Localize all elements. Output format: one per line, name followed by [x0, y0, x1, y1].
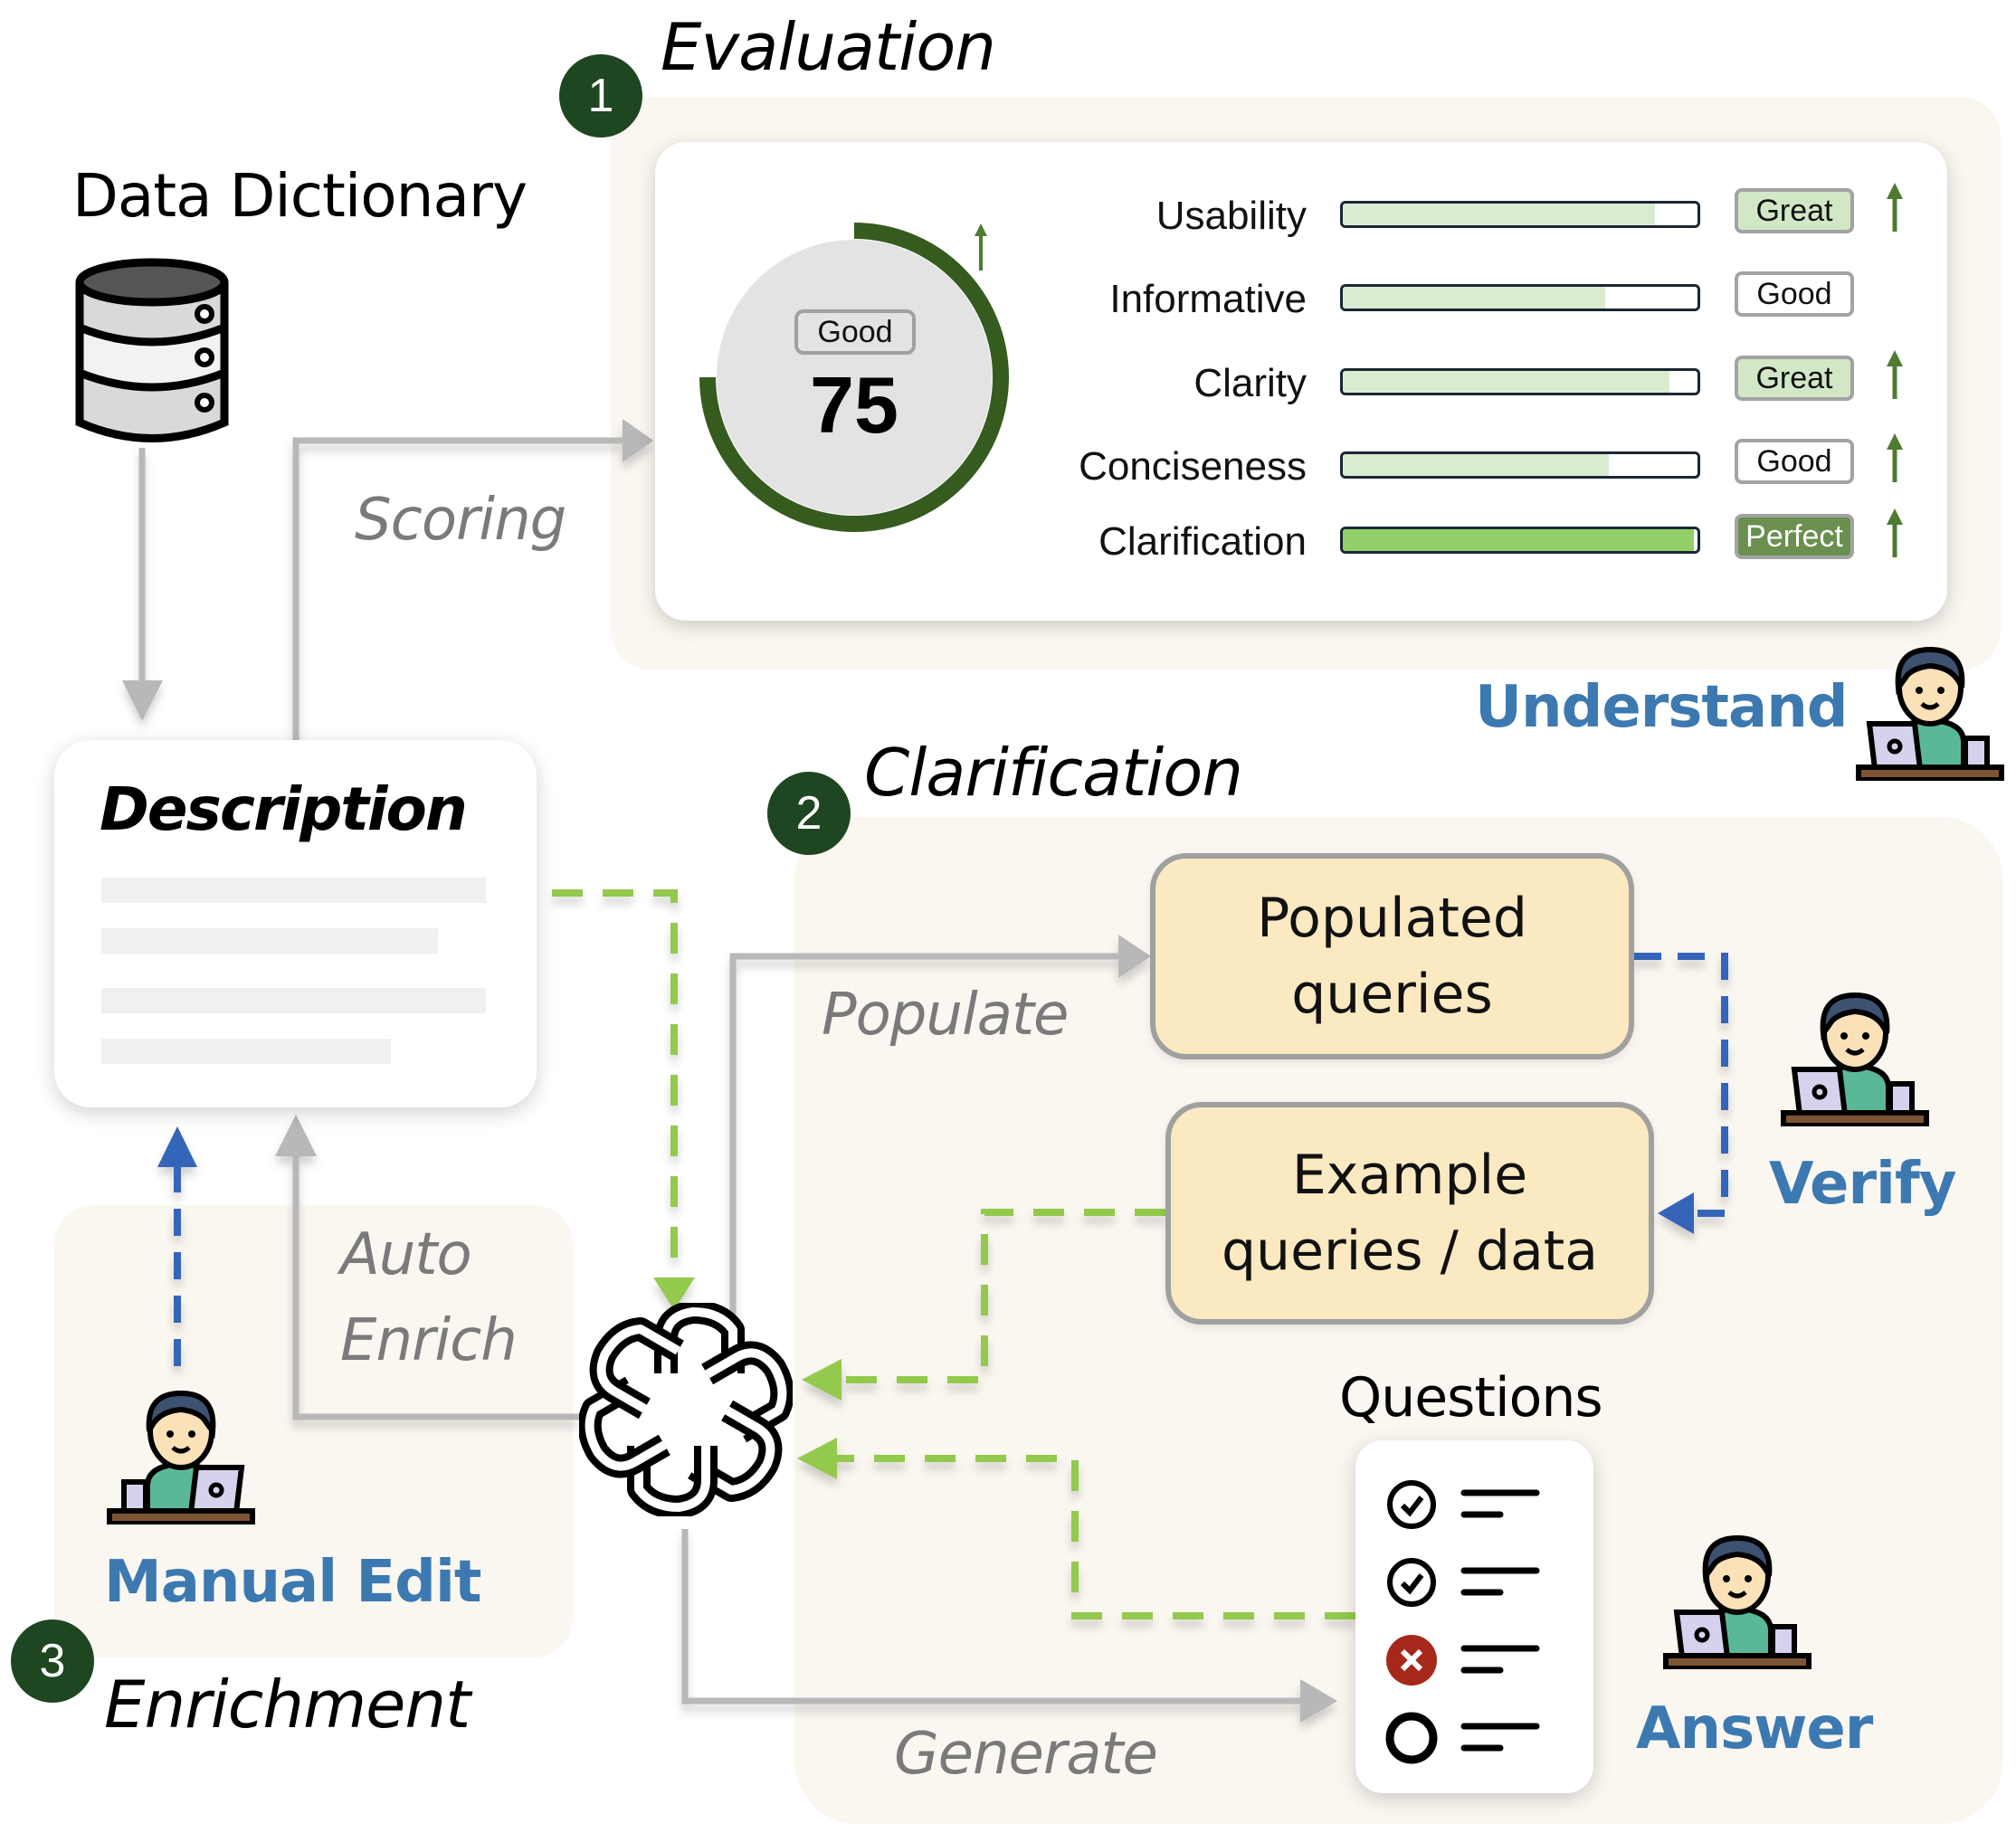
step-1-badge: 1: [559, 54, 642, 138]
scoring-line: [292, 437, 624, 740]
metric-label: Clarification: [1098, 519, 1307, 564]
person-at-laptop-icon: [1663, 1534, 1812, 1671]
metric-progress-bar: [1340, 527, 1700, 554]
answer-user-icon: [1660, 1529, 1814, 1673]
description-placeholder-line: [101, 878, 486, 903]
scoring-label: Scoring: [355, 487, 566, 554]
auto-enrich-label-line1: Auto: [340, 1221, 472, 1288]
evaluation-title: Evaluation: [661, 9, 996, 85]
question-item[interactable]: [1383, 1706, 1573, 1770]
manual-edit-arrowhead: [157, 1126, 197, 1167]
step-2-badge: 2: [767, 772, 851, 855]
populate-label: Populate: [822, 982, 1069, 1049]
auto-enrich-line: [292, 1154, 579, 1420]
auto-enrich-arrowhead: [275, 1115, 317, 1156]
metric-grade-badge: Good: [1735, 439, 1854, 484]
gauge-trend-up-arrowhead: [975, 223, 987, 236]
manual-edit-role-label: Manual Edit: [104, 1549, 481, 1616]
metric-progress-bar: [1340, 368, 1700, 395]
clarification-title: Clarification: [864, 735, 1243, 811]
trend-up-arrow-icon: [1887, 183, 1903, 232]
metric-grade-badge: Good: [1735, 271, 1854, 317]
person-at-laptop-icon: [1781, 992, 1929, 1128]
overall-grade-badge: Good: [794, 309, 916, 355]
trend-up-arrow-icon: [1887, 508, 1903, 557]
checked-circle-icon: [1387, 1480, 1436, 1529]
example-to-llm-dashed: [842, 1209, 1165, 1383]
metric-grade-badge: Great: [1735, 356, 1854, 401]
populated-to-example-dashed: [1634, 953, 1728, 1217]
description-card[interactable]: Description: [54, 740, 537, 1107]
metric-progress-fill: [1343, 454, 1609, 476]
description-title: Description: [100, 774, 468, 844]
metric-label: Clarity: [1193, 361, 1307, 405]
person-at-laptop-icon: [107, 1390, 255, 1526]
description-placeholder-line: [101, 928, 438, 954]
metric-label: Usability: [1155, 194, 1307, 238]
auto-enrich-label-line2: Enrich: [340, 1307, 518, 1374]
metric-progress-fill: [1343, 529, 1695, 551]
checked-circle-icon: [1387, 1558, 1436, 1607]
metric-progress-bar: [1340, 284, 1700, 311]
populate-arrowhead: [1118, 935, 1151, 978]
metric-progress-fill: [1343, 287, 1606, 309]
verify-role-label: Verify: [1769, 1151, 1956, 1218]
description-placeholder-line: [101, 988, 486, 1013]
manual-edit-user-icon: [104, 1384, 258, 1528]
question-item[interactable]: [1383, 1551, 1573, 1614]
enrichment-title: Enrichment: [104, 1667, 471, 1743]
gauge-progress-arc: [699, 223, 1009, 532]
questions-label: Questions: [1339, 1366, 1603, 1429]
populate-line: [729, 953, 1122, 1330]
questions-card: [1355, 1440, 1593, 1793]
example-queries-line1: Example: [1291, 1144, 1528, 1207]
empty-circle-icon: [1385, 1712, 1438, 1764]
example-queries-line2: queries / data: [1221, 1220, 1599, 1283]
metric-progress-bar: [1340, 201, 1700, 228]
populated-to-example-arrowhead: [1658, 1192, 1694, 1234]
questions-to-llm-arrowhead: [797, 1438, 837, 1479]
generate-line: [681, 1529, 1303, 1705]
overall-score-value: 75: [810, 360, 899, 450]
metric-progress-fill: [1343, 371, 1669, 393]
metric-label: Informative: [1109, 277, 1307, 321]
metric-label: Conciseness: [1079, 444, 1307, 489]
database-icon[interactable]: [71, 255, 233, 450]
scoring-arrowhead: [623, 419, 653, 462]
generate-label: Generate: [894, 1721, 1158, 1788]
understand-user-icon: [1853, 641, 2007, 784]
populated-queries-box[interactable]: Populated queries: [1150, 853, 1634, 1059]
metric-grade-badge: Great: [1735, 188, 1854, 233]
verify-user-icon: [1778, 986, 1932, 1130]
questions-to-llm-dashed: [837, 1455, 1355, 1619]
answer-role-label: Answer: [1636, 1695, 1873, 1762]
metric-grade-badge: Perfect: [1735, 514, 1854, 559]
enrichment-panel: [54, 1205, 573, 1657]
question-item[interactable]: [1383, 1473, 1573, 1536]
db-to-description-arrowhead: [122, 680, 163, 721]
example-queries-box[interactable]: Example queries / data: [1165, 1102, 1654, 1325]
populated-queries-line1: Populated: [1257, 887, 1527, 950]
metric-progress-bar: [1340, 451, 1700, 479]
step-3-badge: 3: [11, 1619, 94, 1703]
description-to-llm-arrowhead: [653, 1277, 695, 1310]
understand-role-label: Understand: [1475, 674, 1849, 741]
generate-arrowhead: [1300, 1679, 1337, 1723]
openai-logo-icon[interactable]: [579, 1303, 793, 1516]
populated-queries-line2: queries: [1291, 963, 1493, 1026]
rejected-circle-icon: [1386, 1635, 1437, 1686]
description-to-llm-dashed: [552, 889, 678, 1289]
example-to-llm-arrowhead: [802, 1359, 842, 1401]
description-placeholder-line: [101, 1039, 391, 1064]
metric-progress-fill: [1343, 204, 1655, 225]
data-dictionary-label: Data Dictionary: [72, 161, 528, 231]
trend-up-arrow-icon: [1887, 350, 1903, 399]
trend-up-arrow-icon: [1887, 433, 1903, 482]
person-at-laptop-icon: [1856, 646, 2004, 783]
overall-score-gauge: [699, 223, 1009, 532]
question-item[interactable]: [1383, 1629, 1573, 1692]
